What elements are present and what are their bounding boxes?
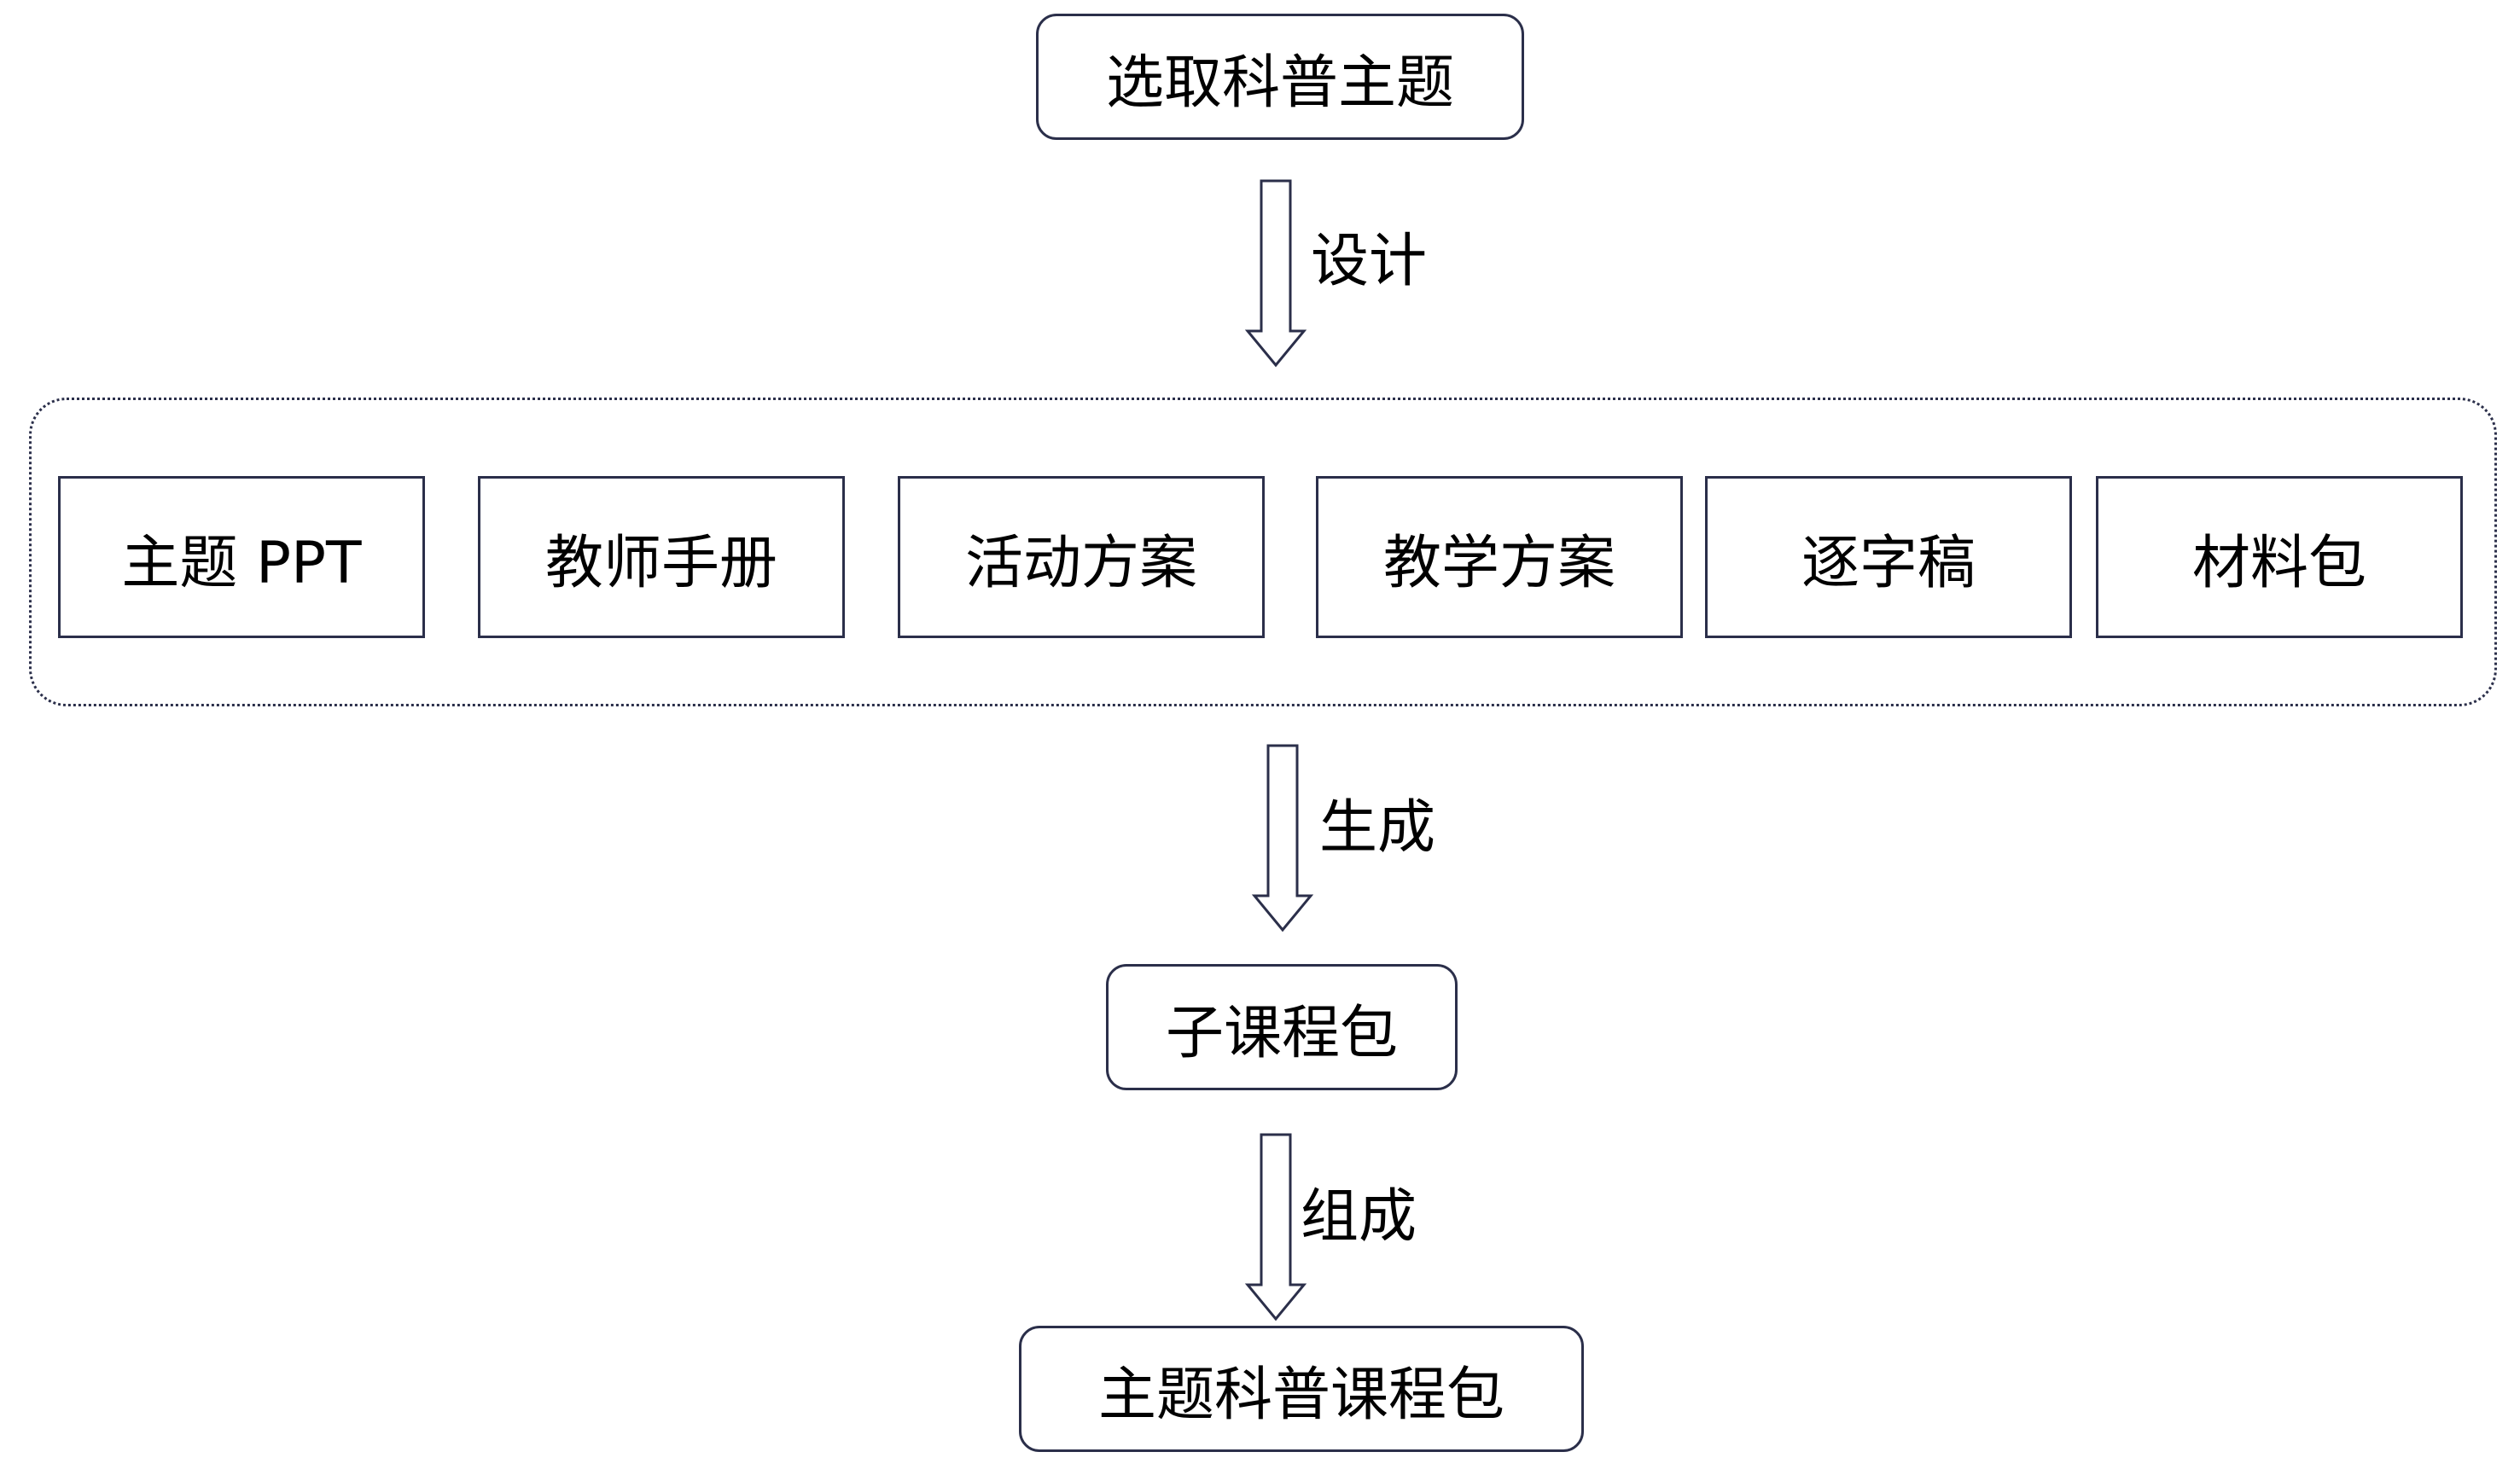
component-label: 材料包	[2191, 529, 2366, 597]
node-select-topic: 选取科普主题	[1036, 14, 1524, 140]
node-sub-package: 子课程包	[1106, 964, 1458, 1090]
component-label: 主题 PPT	[121, 529, 362, 597]
edge-label-compose: 组成	[1301, 1183, 1417, 1251]
compose-arrow	[1244, 1133, 1307, 1321]
component-activity-plan: 活动方案	[898, 476, 1265, 638]
edge-label-design: 设计	[1311, 228, 1428, 295]
components-group	[29, 398, 2497, 706]
component-label: 逐字稿	[1801, 529, 1976, 597]
component-theme-ppt: 主题 PPT	[58, 476, 425, 638]
component-teacher-manual: 教师手册	[478, 476, 845, 638]
node-final-package: 主题科普课程包	[1019, 1326, 1584, 1452]
node-select-topic-label: 选取科普主题	[1105, 49, 1454, 117]
edge-label-generate: 生成	[1319, 794, 1436, 862]
generate-arrow	[1251, 744, 1314, 932]
node-final-package-label: 主题科普课程包	[1097, 1361, 1504, 1429]
component-label: 活动方案	[964, 529, 1197, 597]
node-sub-package-label: 子课程包	[1165, 999, 1398, 1067]
component-label: 教师手册	[544, 529, 777, 597]
design-arrow	[1244, 179, 1307, 368]
component-transcript: 逐字稿	[1705, 476, 2072, 638]
component-teaching-plan: 教学方案	[1316, 476, 1683, 638]
component-material-kit: 材料包	[2096, 476, 2463, 638]
component-label: 教学方案	[1382, 529, 1615, 597]
